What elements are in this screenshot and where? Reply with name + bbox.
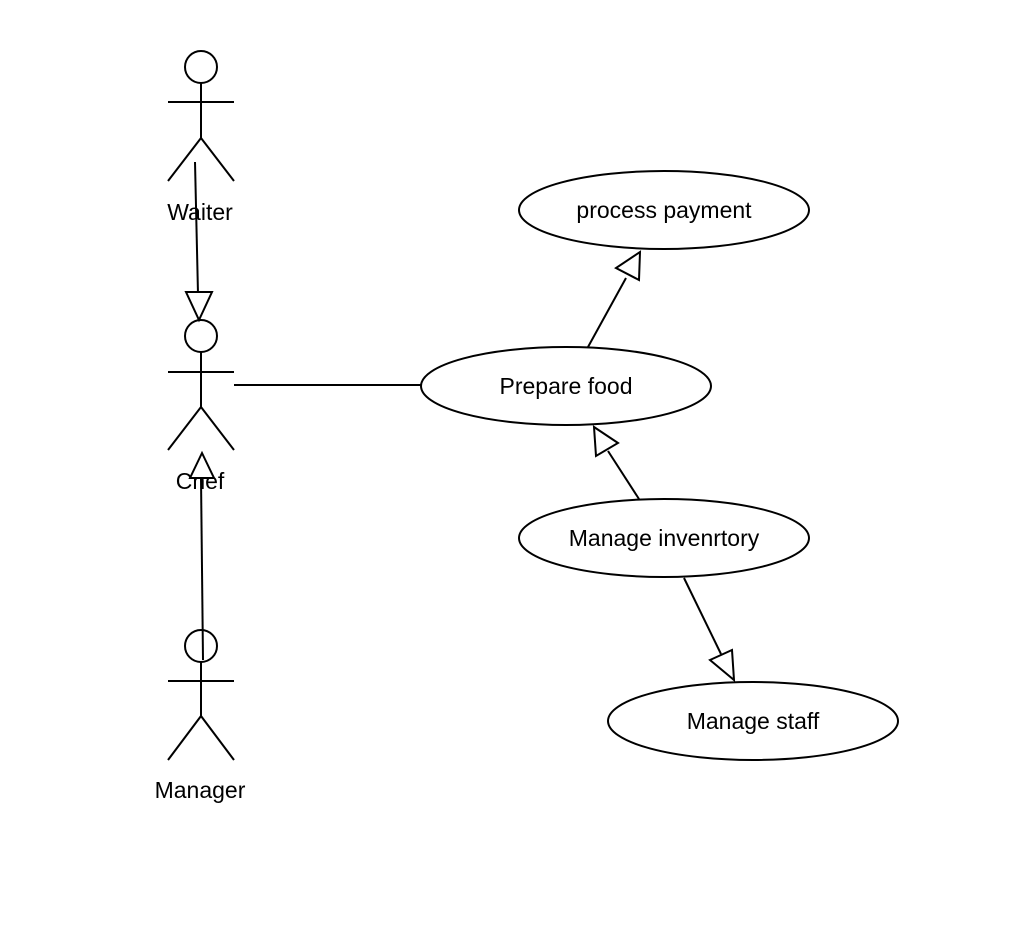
- actor-manager-label: Manager: [155, 777, 246, 803]
- actor-manager-right-leg: [200, 715, 235, 761]
- actor-manager-head: [184, 629, 218, 663]
- generalization-manager-chef[interactable]: [188, 450, 216, 661]
- actor-waiter-head: [184, 50, 218, 84]
- generalization-manage-inventory-manage-staff[interactable]: [683, 577, 736, 683]
- use-case-manage-staff-label: Manage staff: [687, 708, 820, 734]
- actor-chef-head: [184, 319, 218, 353]
- generalization-waiter-chef-line: [194, 161, 199, 295]
- generalization-prepare-food-process-payment-line: [587, 277, 627, 348]
- use-case-manage-staff[interactable]: Manage staff: [607, 681, 899, 761]
- actor-waiter[interactable]: Waiter: [167, 50, 235, 225]
- actor-waiter-right-leg: [200, 137, 235, 182]
- use-case-manage-inventory[interactable]: Manage invenrtory: [518, 498, 810, 578]
- use-case-manage-inventory-label: Manage invenrtory: [569, 525, 760, 551]
- actor-chef-left-leg: [167, 406, 202, 451]
- generalization-manager-chef-arrowhead: [188, 450, 216, 479]
- generalization-manage-inventory-prepare-food-arrowhead: [592, 425, 620, 458]
- generalization-prepare-food-process-payment[interactable]: [587, 250, 642, 348]
- use-case-process-payment-label: process payment: [576, 197, 752, 223]
- use-case-manage-staff-ellipse: [607, 681, 899, 761]
- actor-manager-left-leg: [167, 715, 202, 761]
- generalization-prepare-food-process-payment-arrowhead: [614, 250, 642, 282]
- actor-manager[interactable]: Manager: [155, 629, 246, 803]
- generalization-waiter-chef-arrowhead: [184, 291, 214, 323]
- use-case-process-payment-ellipse: [518, 170, 810, 250]
- use-case-prepare-food[interactable]: Prepare food: [420, 346, 712, 426]
- generalization-manage-inventory-prepare-food[interactable]: [592, 425, 640, 500]
- use-case-manage-inventory-ellipse: [518, 498, 810, 578]
- generalization-manage-inventory-manage-staff-line: [683, 577, 722, 655]
- use-case-prepare-food-label: Prepare food: [500, 373, 633, 399]
- actor-waiter-label: Waiter: [167, 199, 233, 225]
- generalization-manage-inventory-manage-staff-arrowhead: [708, 648, 736, 683]
- actor-chef-right-leg: [200, 406, 235, 451]
- use-case-prepare-food-ellipse: [420, 346, 712, 426]
- generalization-manage-inventory-prepare-food-line: [607, 450, 640, 500]
- actor-waiter-left-leg: [167, 137, 202, 182]
- generalization-manager-chef-line: [200, 477, 204, 661]
- use-case-process-payment[interactable]: process payment: [518, 170, 810, 250]
- generalization-waiter-chef[interactable]: [184, 161, 214, 323]
